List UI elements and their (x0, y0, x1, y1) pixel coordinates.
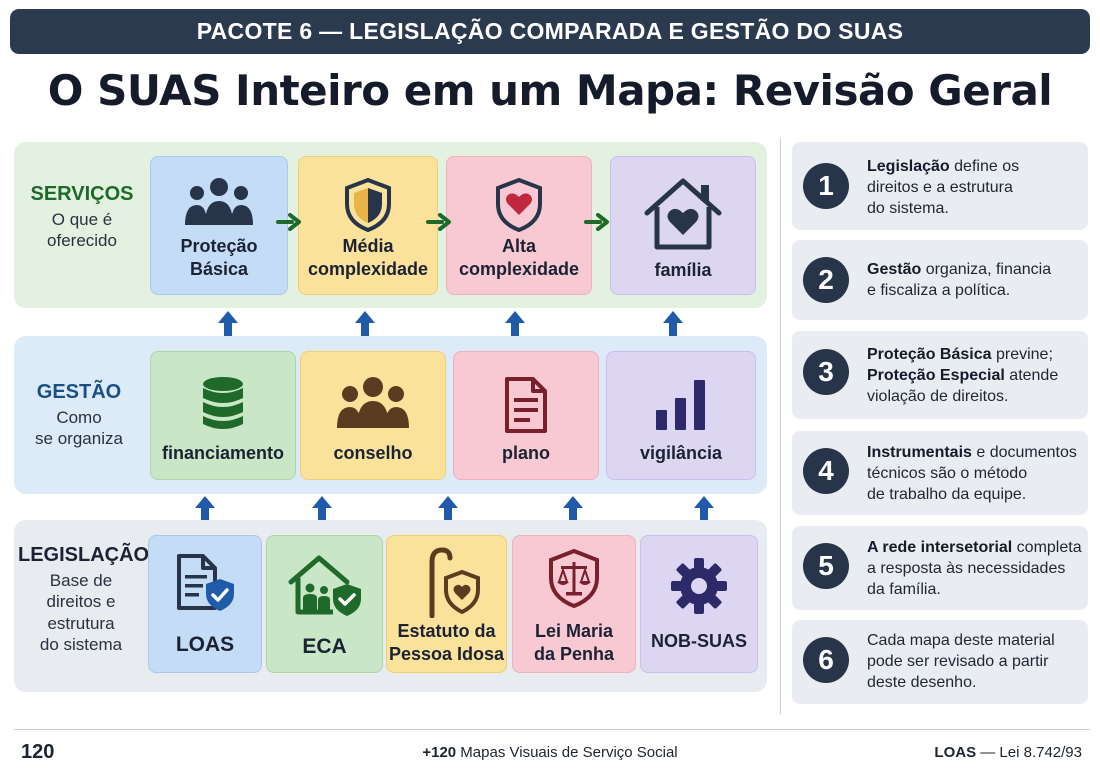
step-text: Legislação define os direitos e a estrut… (867, 158, 1020, 217)
legislacao-label: LEGISLAÇÃO Base de direitos e estrutura … (18, 543, 150, 655)
card-familia[interactable]: família (610, 156, 756, 295)
gestao-sub-2: se organiza (35, 429, 123, 449)
servicos-sub-1: O que é (51, 210, 113, 229)
step-number: 4 (803, 448, 849, 494)
arrow-right-icon (426, 213, 451, 231)
step-1: 1 Legislação define os direitos e a estr… (792, 142, 1088, 230)
card-label: financiamento (161, 443, 285, 463)
doc-shield-icon (149, 552, 261, 614)
gear-icon (641, 556, 757, 616)
card-label: ECA (302, 635, 347, 658)
legislacao-heading: LEGISLAÇÃO (18, 544, 150, 566)
arrow-up-icon (355, 311, 375, 341)
step-6: 6 Cada mapa deste material pode ser revi… (792, 620, 1088, 704)
step-text: Proteção Básica previne; Proteção Especi… (867, 346, 1059, 405)
gestao-heading: GESTÃO (36, 381, 122, 403)
council-icon (301, 376, 445, 430)
card-label: vigilância (639, 443, 723, 463)
card-label: família (654, 260, 712, 280)
footer-divider (14, 729, 1090, 730)
shield-icon (299, 177, 437, 233)
step-text: Gestão organiza, financia e fiscaliza a … (867, 261, 1052, 299)
footer-collection: +120 Mapas Visuais de Serviço Social (422, 744, 678, 761)
card-eca[interactable]: ECA (266, 535, 383, 673)
house-heart-icon (611, 175, 755, 253)
arrow-up-icon (505, 311, 525, 341)
servicos-heading: SERVIÇOS (30, 183, 134, 205)
step-3: 3 Proteção Básica previne; Proteção Espe… (792, 331, 1088, 419)
gestao-label: GESTÃO Como se organiza (18, 380, 140, 450)
page-number: 120 (21, 741, 55, 763)
header-banner: PACOTE 6 — LEGISLAÇÃO COMPARADA E GESTÃO… (10, 9, 1090, 54)
gestao-sub-1: Como (56, 408, 102, 427)
document-icon (454, 376, 598, 434)
card-label: LOAS (175, 633, 235, 656)
legislacao-sub-2: direitos e (46, 592, 116, 612)
card-loas[interactable]: LOAS (148, 535, 262, 673)
arrow-up-icon (663, 311, 683, 341)
card-conselho[interactable]: conselho (300, 351, 446, 480)
bar-chart-icon (607, 376, 755, 432)
column-divider (780, 138, 781, 714)
people-icon (151, 177, 287, 227)
step-number: 6 (803, 637, 849, 683)
step-number: 1 (803, 163, 849, 209)
arrow-up-icon (195, 496, 215, 526)
legislacao-sub-3: estrutura (47, 613, 115, 633)
step-number: 3 (803, 349, 849, 395)
step-number: 2 (803, 257, 849, 303)
scales-shield-icon (513, 548, 635, 610)
step-text: Cada mapa deste material pode ser revisa… (867, 632, 1055, 691)
servicos-sub-2: oferecido (47, 231, 117, 251)
arrow-up-icon (218, 311, 238, 341)
servicos-label: SERVIÇOS O que é oferecido (22, 182, 142, 252)
step-number: 5 (803, 543, 849, 589)
step-5: 5 A rede intersetorial completa a respos… (792, 526, 1088, 610)
arrow-right-icon (276, 213, 301, 231)
card-label: NOB-SUAS (650, 631, 747, 651)
step-4: 4 Instrumentais e documentos técnicos sã… (792, 431, 1088, 515)
card-financiamento[interactable]: financiamento (150, 351, 296, 480)
card-plano[interactable]: plano (453, 351, 599, 480)
heart-shield-icon (447, 177, 591, 233)
arrow-up-icon (312, 496, 332, 526)
step-2: 2 Gestão organiza, financia e fiscaliza … (792, 240, 1088, 320)
card-vigilancia[interactable]: vigilância (606, 351, 756, 480)
card-nob-suas[interactable]: NOB-SUAS (640, 535, 758, 673)
card-label: plano (502, 443, 550, 463)
arrow-up-icon (563, 496, 583, 526)
legislacao-sub-4: do sistema (39, 634, 123, 654)
step-text: Instrumentais e documentos técnicos são … (867, 444, 1077, 503)
arrow-up-icon (438, 496, 458, 526)
legislacao-sub-1: Base de (49, 571, 113, 590)
page-title: O SUAS Inteiro em um Mapa: Revisão Geral (47, 66, 1053, 115)
cane-shield-icon (387, 544, 506, 618)
database-icon (151, 376, 295, 432)
card-label: conselho (333, 443, 413, 463)
footer-law: LOAS — Lei 8.742/93 (934, 744, 1082, 761)
arrow-right-icon (584, 213, 609, 231)
arrow-up-icon (694, 496, 714, 526)
family-house-icon (267, 552, 382, 618)
step-text: A rede intersetorial completa a resposta… (867, 539, 1082, 598)
